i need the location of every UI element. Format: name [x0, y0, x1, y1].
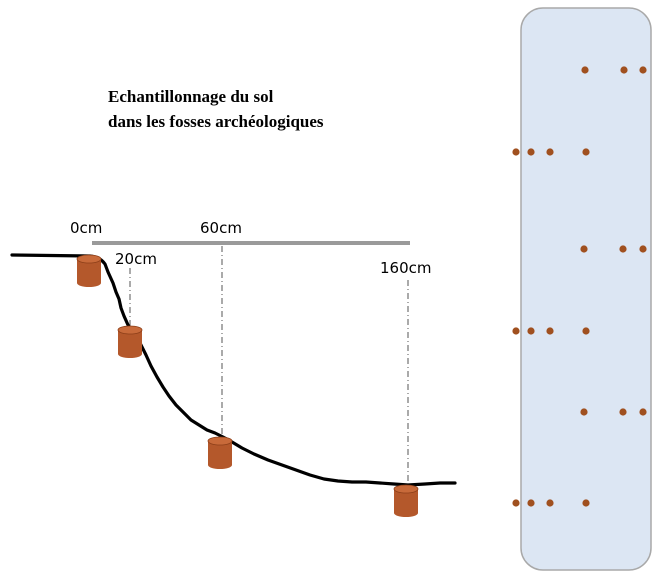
- plan-dot: [639, 408, 647, 416]
- plan-dot: [527, 499, 535, 507]
- distance-label-160cm: 160cm: [380, 259, 432, 277]
- distance-label-20cm: 20cm: [115, 250, 157, 268]
- sample-cylinder-0cm: [76, 254, 102, 287]
- plan-dot: [580, 408, 588, 416]
- plan-dot: [619, 408, 627, 416]
- plan-dot: [512, 148, 520, 156]
- plan-dot: [582, 148, 590, 156]
- plan-dot: [512, 327, 520, 335]
- trench-plan-view: [520, 7, 652, 571]
- plan-dot: [582, 499, 590, 507]
- plan-dot: [546, 327, 554, 335]
- plan-dot: [581, 66, 589, 74]
- plan-dot: [620, 66, 628, 74]
- plan-dot: [527, 327, 535, 335]
- title-line-1: Echantillonnage du sol: [108, 87, 274, 106]
- plan-dot: [582, 327, 590, 335]
- sample-cylinder-20cm: [117, 325, 143, 358]
- sample-cylinder-60cm: [207, 436, 233, 469]
- plan-dot: [527, 148, 535, 156]
- sample-cylinder-160cm: [393, 484, 419, 517]
- title-line-2: dans les fosses archéologiques: [108, 112, 324, 131]
- soil-profile-line: [10, 253, 457, 487]
- plan-dot: [639, 66, 647, 74]
- plan-dot: [512, 499, 520, 507]
- plan-dot: [619, 245, 627, 253]
- distance-label-60cm: 60cm: [200, 219, 242, 237]
- plan-dot: [546, 148, 554, 156]
- distance-label-0cm: 0cm: [70, 219, 102, 237]
- plan-view-dots: [512, 66, 647, 507]
- plan-dot: [580, 245, 588, 253]
- plan-dot: [639, 245, 647, 253]
- plan-dot: [546, 499, 554, 507]
